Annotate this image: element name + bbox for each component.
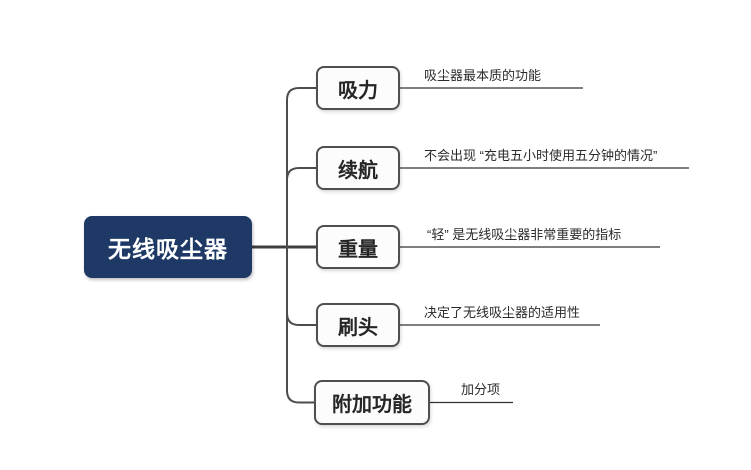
topic-extra[interactable]: 附加功能 xyxy=(314,380,430,425)
note-battery[interactable]: 不会出现 “充电五小时使用五分钟的情况” xyxy=(424,148,658,163)
connector-branch-extra xyxy=(286,247,316,404)
topic-brush[interactable]: 刷头 xyxy=(316,303,400,347)
note-brush[interactable]: 决定了无线吸尘器的适用性 xyxy=(424,305,581,320)
connector-branch-brush xyxy=(286,247,316,326)
note-weight[interactable]: “轻” 是无线吸尘器非常重要的指标 xyxy=(427,227,622,242)
topic-weight[interactable]: 重量 xyxy=(316,225,400,269)
note-suction[interactable]: 吸尘器最本质的功能 xyxy=(424,68,542,83)
topic-suction[interactable]: 吸力 xyxy=(316,66,400,110)
connector-branch-battery xyxy=(286,167,316,247)
note-extra[interactable]: 加分项 xyxy=(461,382,501,397)
topic-battery[interactable]: 续航 xyxy=(316,146,400,190)
connector-branch-suction xyxy=(286,87,316,247)
root-topic[interactable]: 无线吸尘器 xyxy=(84,216,252,278)
